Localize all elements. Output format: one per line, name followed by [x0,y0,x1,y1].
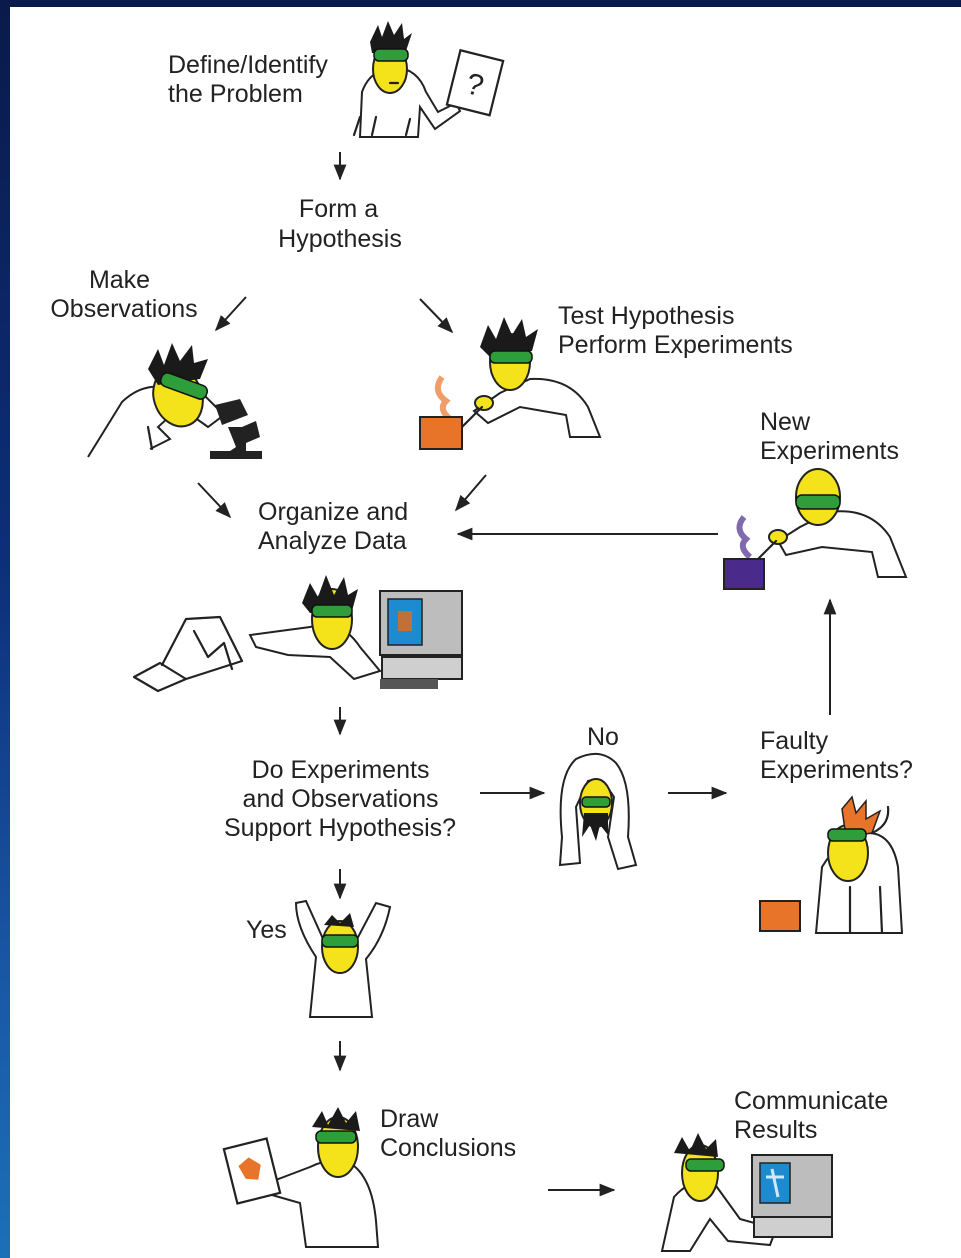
label-support-question: Do Experiments and Observations Support … [224,756,456,842]
label-communicate-results: Communicate Results [734,1087,895,1144]
question-paper-icon: ? [445,48,505,117]
arrow-hypothesis-to-test [419,298,454,334]
scientist-faulty-icon [759,795,904,935]
diagram-panel: Define/Identify the Problem Form a Hypot… [10,7,961,1258]
scientist-new-experiments-icon [723,468,908,590]
scientist-no-icon [558,752,638,871]
label-make-observations: Make Observations [50,266,197,323]
purple-beaker-icon [723,515,765,590]
label-test-hypothesis: Test Hypothesis Perform Experiments [558,302,793,359]
computer-monitor-icon [379,590,463,689]
label-draw-conclusions: Draw Conclusions [380,1105,516,1162]
scientist-computer-icon [132,575,463,693]
result-paper-icon [222,1137,282,1205]
scientist-yes-icon [294,899,392,1018]
label-organize-data: Organize and Analyze Data [258,498,415,555]
scientist-communicate-icon [660,1133,833,1252]
orange-beaker-small-icon [759,900,801,932]
graph-paper-icon [132,615,244,693]
computer-monitor-icon [751,1154,833,1238]
arrow-observations-to-organize [197,482,232,519]
arrow-test-to-organize [454,474,487,512]
scientist-conclusions-icon [222,1107,380,1248]
label-no: No [587,723,619,751]
label-yes: Yes [246,916,287,944]
microscope-icon [210,399,262,459]
arrow-hypothesis-to-observations [214,296,247,332]
scientist-microscope-icon [87,343,262,459]
orange-beaker-icon [419,375,463,450]
scientist-question-icon: ? [352,21,505,138]
scientific-method-diagram: Define/Identify the Problem Form a Hypot… [50,21,913,1252]
label-define-problem: Define/Identify the Problem [168,51,335,108]
label-faulty-experiments: Faulty Experiments? [760,727,913,784]
label-new-experiments: New Experiments [760,408,899,465]
label-form-hypothesis: Form a Hypothesis [278,195,402,253]
scientist-beaker-icon [419,317,602,450]
